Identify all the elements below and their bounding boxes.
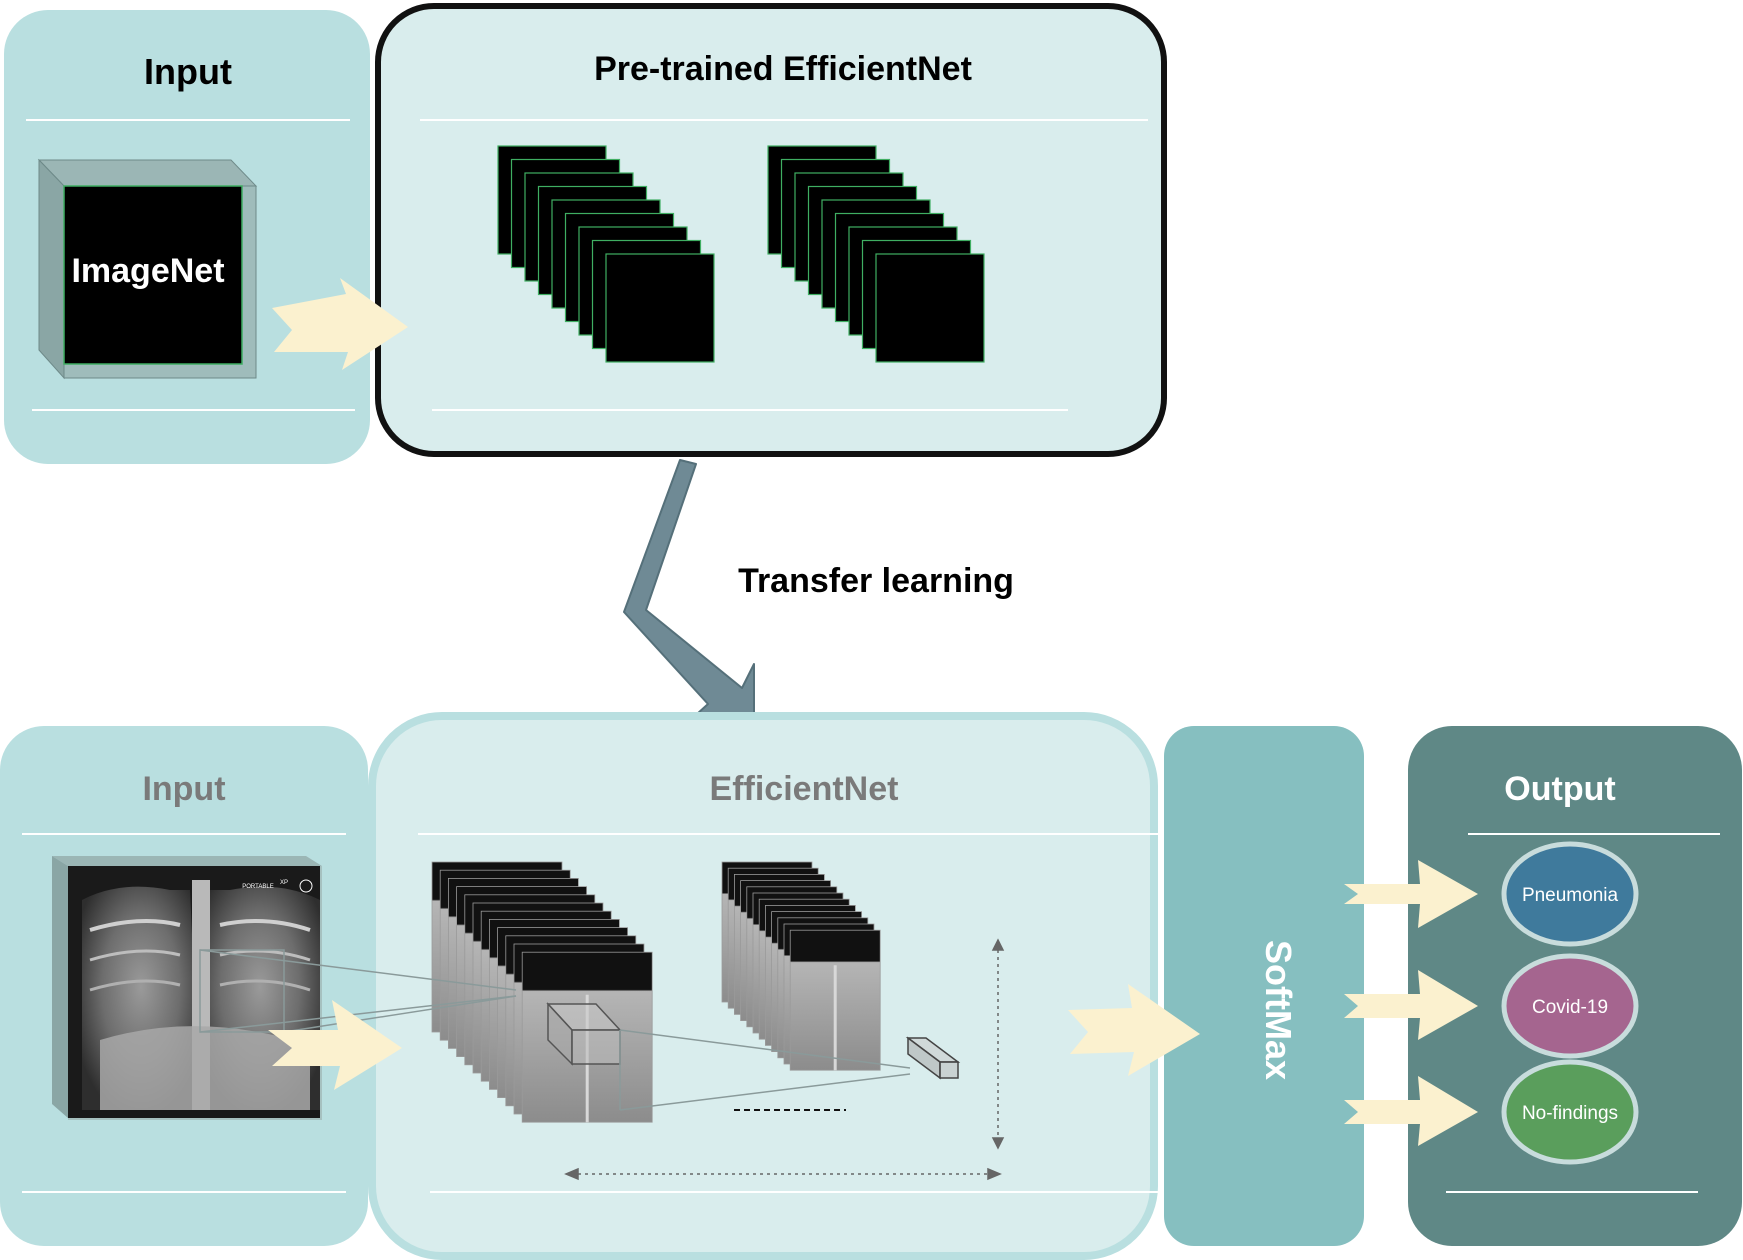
bottom-input-panel: Input PORTABLE XP <box>0 726 368 1246</box>
patch-projection <box>619 1029 911 1111</box>
output-class-label: No-findings <box>1522 1103 1618 1124</box>
softmax-title: SoftMax <box>1258 940 1299 1080</box>
chest-xray-input: PORTABLE XP <box>52 856 322 1120</box>
transfer-learning-label: Transfer learning <box>738 562 1014 600</box>
efficientnet-feature-stack-2 <box>721 861 881 1071</box>
output-class-covid-19: Covid-19 <box>1501 953 1639 1059</box>
bottom-input-title: Input <box>142 770 225 808</box>
pretrained-feature-stack-2 <box>767 145 985 363</box>
arrow-input-to-pretrained <box>272 278 408 370</box>
transfer-learning-arrow <box>623 459 755 727</box>
output-class-no-findings: No-findings <box>1501 1059 1639 1165</box>
arrow-softmax-to-pneumonia <box>1344 860 1478 928</box>
top-input-title: Input <box>144 51 232 92</box>
softmax-panel: SoftMax <box>1164 726 1364 1246</box>
xray-image <box>82 880 320 1110</box>
pretrained-title: Pre-trained EfficientNet <box>594 50 972 88</box>
imagenet-label: ImageNet <box>71 252 224 290</box>
arrow-softmax-to-nofindings <box>1344 1076 1478 1146</box>
feature-patch-cube-2 <box>905 1036 961 1080</box>
feature-map-layer <box>875 253 985 363</box>
vertical-dimension-arrow <box>991 938 1005 1150</box>
output-class-pneumonia: Pneumonia <box>1501 841 1639 947</box>
output-class-label: Pneumonia <box>1522 885 1619 906</box>
arrow-input-to-efficientnet <box>268 1000 402 1090</box>
output-title: Output <box>1504 770 1615 808</box>
efficientnet-title: EfficientNet <box>710 770 899 808</box>
xray-portable-tag: PORTABLE <box>242 884 273 890</box>
feature-map-layer <box>605 253 715 363</box>
xray-feature-layer <box>789 929 881 1071</box>
xray-orientation-marker <box>299 879 313 893</box>
pretrained-feature-stack-1 <box>497 145 715 363</box>
arrow-softmax-to-covid <box>1344 970 1478 1040</box>
receptive-field-projection <box>199 949 517 1033</box>
xray-marker-tag: XP <box>280 880 288 886</box>
feature-patch-cube-1 <box>546 1002 622 1066</box>
imagenet-cube: ImageNet <box>37 158 258 380</box>
output-class-label: Covid-19 <box>1532 997 1608 1018</box>
pretrained-efficientnet-panel: Pre-trained EfficientNet <box>375 3 1167 457</box>
top-input-panel: Input ImageNet <box>4 10 370 464</box>
horizontal-dimension-arrow <box>564 1167 1002 1181</box>
arrow-efficientnet-to-softmax <box>1068 984 1200 1076</box>
efficientnet-panel: EfficientNet <box>199 712 1318 1260</box>
